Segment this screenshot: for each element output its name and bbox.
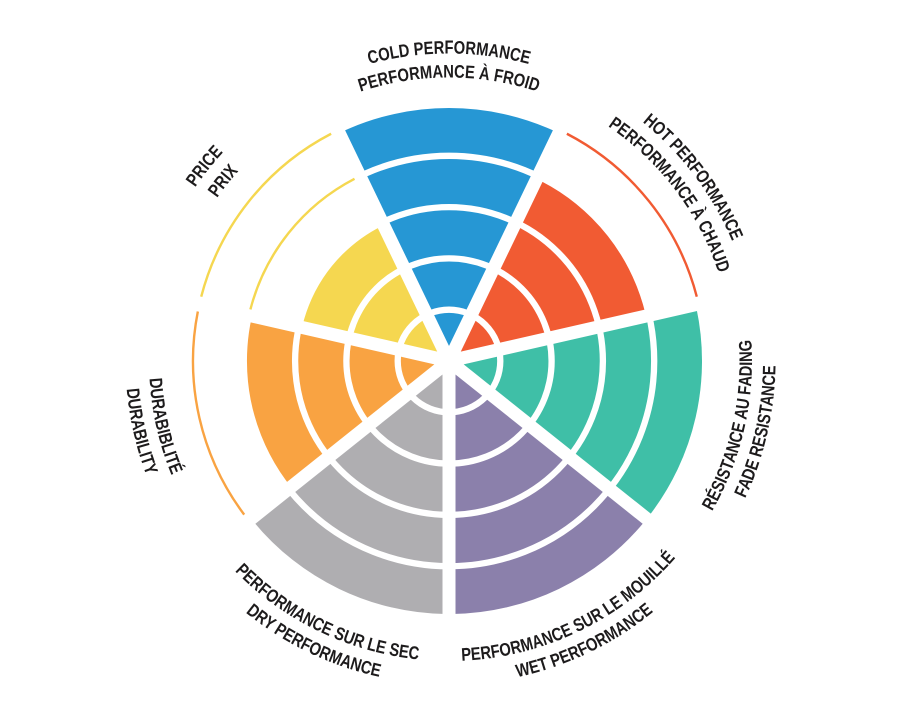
svg-text:S: S <box>750 425 773 439</box>
svg-text:F: F <box>489 640 501 662</box>
svg-text:À: À <box>478 63 491 85</box>
svg-text:S: S <box>753 412 775 425</box>
svg-text:F: F <box>386 66 399 88</box>
svg-text:R: R <box>501 66 516 89</box>
svg-text:E: E <box>397 640 410 662</box>
svg-text:A: A <box>149 407 171 421</box>
svg-text:R: R <box>433 37 444 58</box>
svg-text:C: C <box>407 642 420 664</box>
svg-text:D: D <box>735 365 756 376</box>
svg-text:I: I <box>131 437 152 446</box>
svg-text:E: E <box>470 643 482 665</box>
svg-text:I: I <box>135 449 156 459</box>
svg-text:F: F <box>492 65 504 87</box>
svg-text:L: L <box>388 41 401 63</box>
svg-text:R: R <box>508 636 523 659</box>
svg-text:D: D <box>145 377 167 389</box>
svg-text:C: C <box>508 43 523 66</box>
svg-text:G: G <box>735 340 756 353</box>
svg-text:E: E <box>464 61 475 83</box>
svg-text:P: P <box>461 644 472 665</box>
svg-text:C: C <box>454 61 465 82</box>
svg-text:A: A <box>730 407 752 421</box>
svg-text:F: F <box>734 385 756 396</box>
svg-text:C: C <box>358 656 374 679</box>
svg-text:E: E <box>374 636 388 659</box>
svg-text:M: M <box>518 633 535 656</box>
svg-text:D: D <box>122 387 144 400</box>
svg-text:F: F <box>445 37 454 58</box>
svg-text:O: O <box>498 638 513 661</box>
svg-text:I: I <box>522 72 532 93</box>
svg-text:N: N <box>735 351 756 362</box>
svg-text:O: O <box>396 64 411 86</box>
svg-text:C: C <box>365 45 380 68</box>
svg-text:R: R <box>125 407 147 421</box>
svg-text:N: N <box>498 41 512 63</box>
svg-text:A: A <box>127 417 150 432</box>
svg-text:B: B <box>129 427 152 442</box>
svg-text:M: M <box>475 38 489 60</box>
svg-text:U: U <box>732 397 754 411</box>
svg-text:R: R <box>147 397 169 411</box>
svg-text:R: R <box>408 63 421 85</box>
svg-text:O: O <box>453 37 465 58</box>
svg-text:M: M <box>419 61 433 83</box>
svg-text:I: I <box>752 421 773 429</box>
svg-text:O: O <box>376 43 392 66</box>
svg-text:W: W <box>514 658 533 682</box>
svg-text:U: U <box>146 387 168 400</box>
svg-text:I: I <box>160 449 181 459</box>
svg-text:R: R <box>479 642 492 664</box>
svg-text:D: D <box>397 40 411 62</box>
svg-text:O: O <box>511 69 527 92</box>
svg-text:I: I <box>735 362 756 366</box>
svg-text:A: A <box>756 394 778 407</box>
svg-text:N: N <box>443 61 454 82</box>
svg-text:I: I <box>153 427 174 436</box>
svg-text:U: U <box>123 397 145 410</box>
svg-text:R: R <box>465 37 477 59</box>
svg-text:A: A <box>487 40 501 62</box>
svg-text:E: E <box>727 420 750 434</box>
svg-text:B: B <box>151 417 174 432</box>
svg-text:P: P <box>413 38 425 60</box>
svg-text:A: A <box>432 61 443 82</box>
svg-text:C: C <box>758 374 779 386</box>
svg-text:E: E <box>423 37 434 58</box>
svg-text:C: C <box>725 429 748 445</box>
svg-text:E: E <box>369 659 383 682</box>
svg-text:N: N <box>757 385 779 398</box>
svg-text:E: E <box>759 365 780 375</box>
svg-text:A: A <box>735 375 757 387</box>
svg-text:S: S <box>388 639 402 661</box>
svg-text:R: R <box>376 68 391 91</box>
svg-text:T: T <box>755 404 777 416</box>
